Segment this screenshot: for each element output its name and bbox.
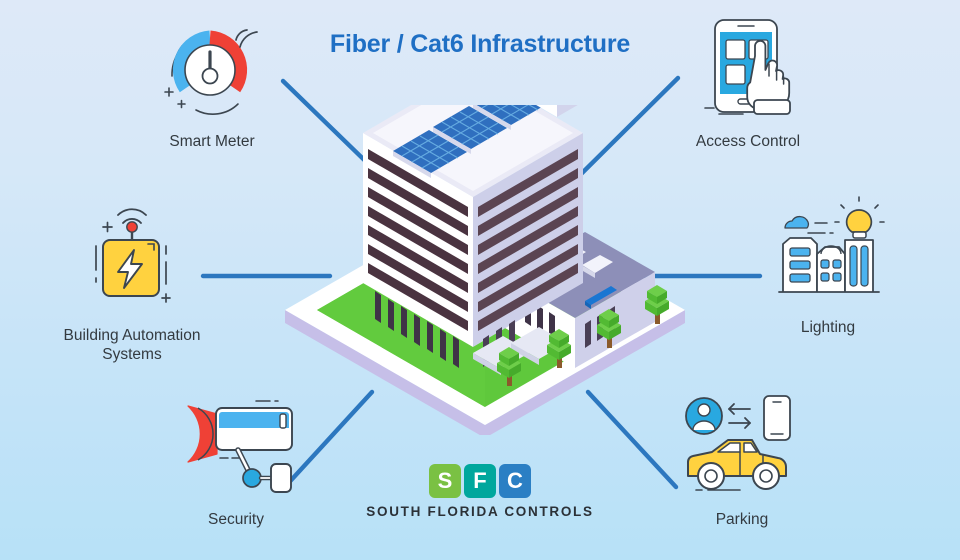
buildings-bulb-icon [752, 196, 904, 313]
connector-access-control [572, 75, 681, 183]
node-smart-meter[interactable]: Smart Meter [132, 18, 292, 152]
car-phone-user-icon [664, 392, 820, 505]
office-tower [363, 105, 583, 368]
logo-letter-marks: S F C [429, 464, 531, 498]
node-label-lighting: Lighting [800, 319, 856, 336]
gauge-meter-icon [132, 18, 292, 127]
node-label-smart-meter: Smart Meter [169, 133, 255, 150]
connector-parking [585, 389, 679, 490]
solar-panels [393, 105, 546, 178]
node-access-control[interactable]: Access Control [668, 14, 828, 152]
node-label-parking: Parking [715, 511, 769, 528]
isometric-smart-building [285, 105, 685, 435]
logo-square-c: C [499, 464, 531, 498]
node-parking[interactable]: Parking [664, 392, 820, 530]
page-title: Fiber / Cat6 Infrastructure [329, 30, 631, 58]
node-lighting[interactable]: Lighting [752, 196, 904, 338]
node-label-access-control: Access Control [695, 133, 801, 150]
lightning-panel-icon [50, 198, 214, 321]
trees [497, 285, 669, 386]
logo-square-f: F [464, 464, 496, 498]
cctv-camera-icon [158, 392, 314, 505]
company-logo[interactable]: S F C SOUTH FLORIDA CONTROLS [0, 464, 960, 519]
logo-wordmark: SOUTH FLORIDA CONTROLS [366, 504, 594, 519]
connector-security [280, 389, 375, 492]
logo-square-s: S [429, 464, 461, 498]
node-label-security: Security [208, 511, 264, 528]
smartphone-touch-icon [668, 14, 828, 127]
node-label-building-automation: Building Automation Systems [63, 327, 201, 363]
node-building-automation[interactable]: Building Automation Systems [50, 198, 214, 364]
node-security[interactable]: Security [158, 392, 314, 530]
